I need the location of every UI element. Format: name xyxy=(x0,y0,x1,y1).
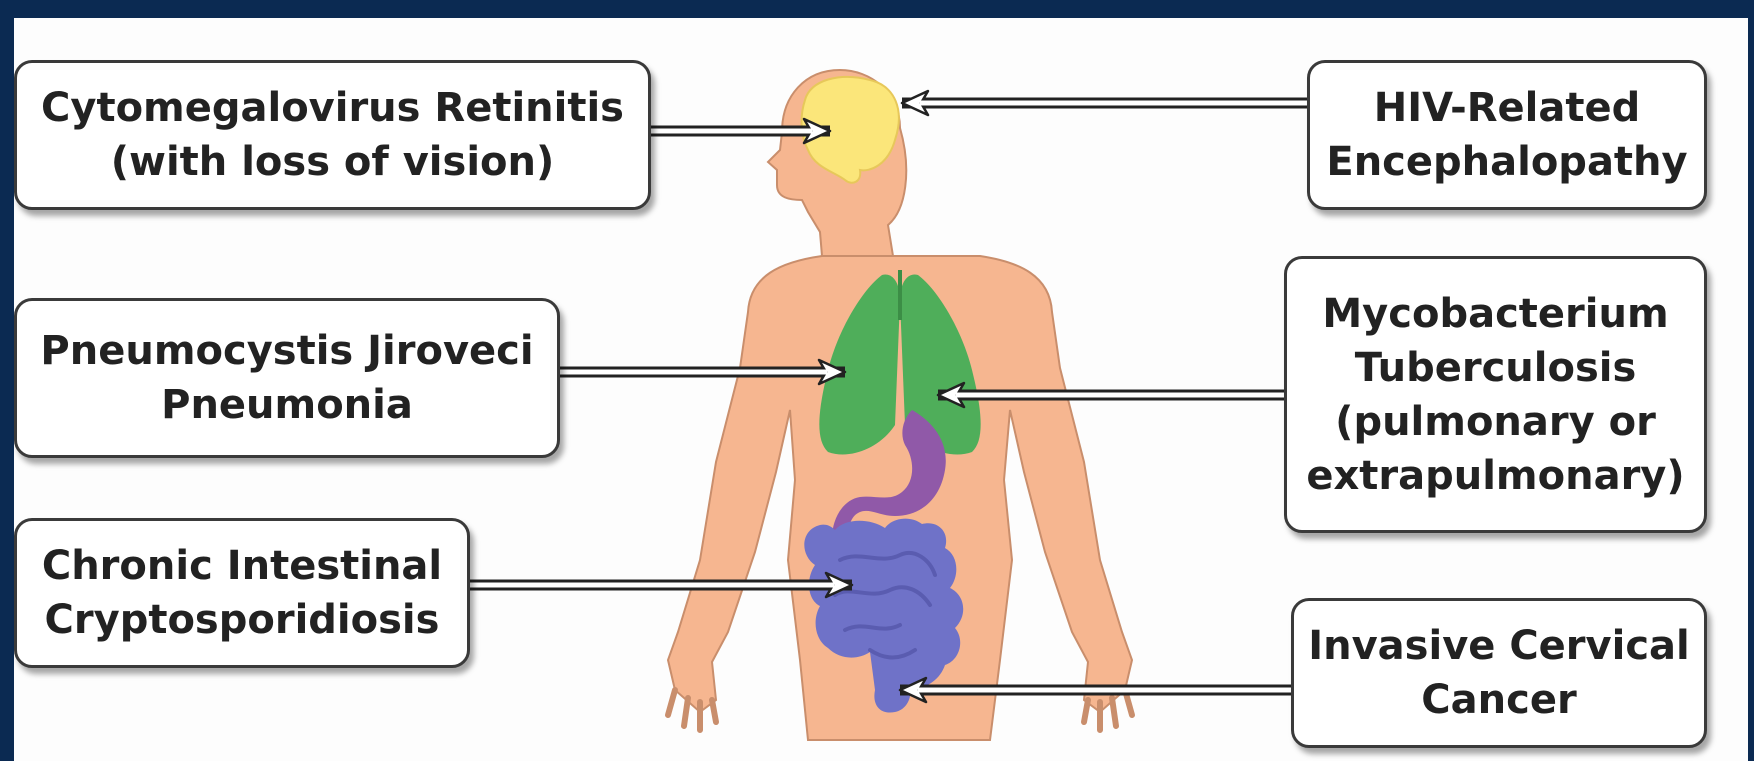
label-tb-line1: Mycobacterium xyxy=(1306,287,1684,341)
label-cmv-line1: Cytomegalovirus Retinitis xyxy=(41,81,624,135)
label-tb-line2: Tuberculosis xyxy=(1306,341,1684,395)
diagram-canvas: Cytomegalovirus Retinitis (with loss of … xyxy=(14,18,1748,761)
label-crypto-line2: Cryptosporidiosis xyxy=(42,593,442,647)
label-chronic-intestinal-cryptosporidiosis: Chronic Intestinal Cryptosporidiosis xyxy=(14,518,470,668)
label-tb-line3: (pulmonary or xyxy=(1306,395,1684,449)
label-hiv-line1: HIV-Related xyxy=(1326,81,1687,135)
label-cervical-line2: Cancer xyxy=(1308,673,1689,727)
label-pcp-line1: Pneumocystis Jiroveci xyxy=(40,324,533,378)
label-hiv-encephalopathy: HIV-Related Encephalopathy xyxy=(1307,60,1707,210)
label-hiv-line2: Encephalopathy xyxy=(1326,135,1687,189)
label-mycobacterium-tuberculosis: Mycobacterium Tuberculosis (pulmonary or… xyxy=(1284,256,1707,533)
label-pcp-line2: Pneumonia xyxy=(40,378,533,432)
label-cervical-line1: Invasive Cervical xyxy=(1308,619,1689,673)
label-pneumocystis-pneumonia: Pneumocystis Jiroveci Pneumonia xyxy=(14,298,560,458)
label-tb-line4: extrapulmonary) xyxy=(1306,449,1684,503)
label-crypto-line1: Chronic Intestinal xyxy=(42,539,442,593)
label-cmv-line2: (with loss of vision) xyxy=(41,135,624,189)
label-invasive-cervical-cancer: Invasive Cervical Cancer xyxy=(1291,598,1707,748)
label-cmv-retinitis: Cytomegalovirus Retinitis (with loss of … xyxy=(14,60,651,210)
